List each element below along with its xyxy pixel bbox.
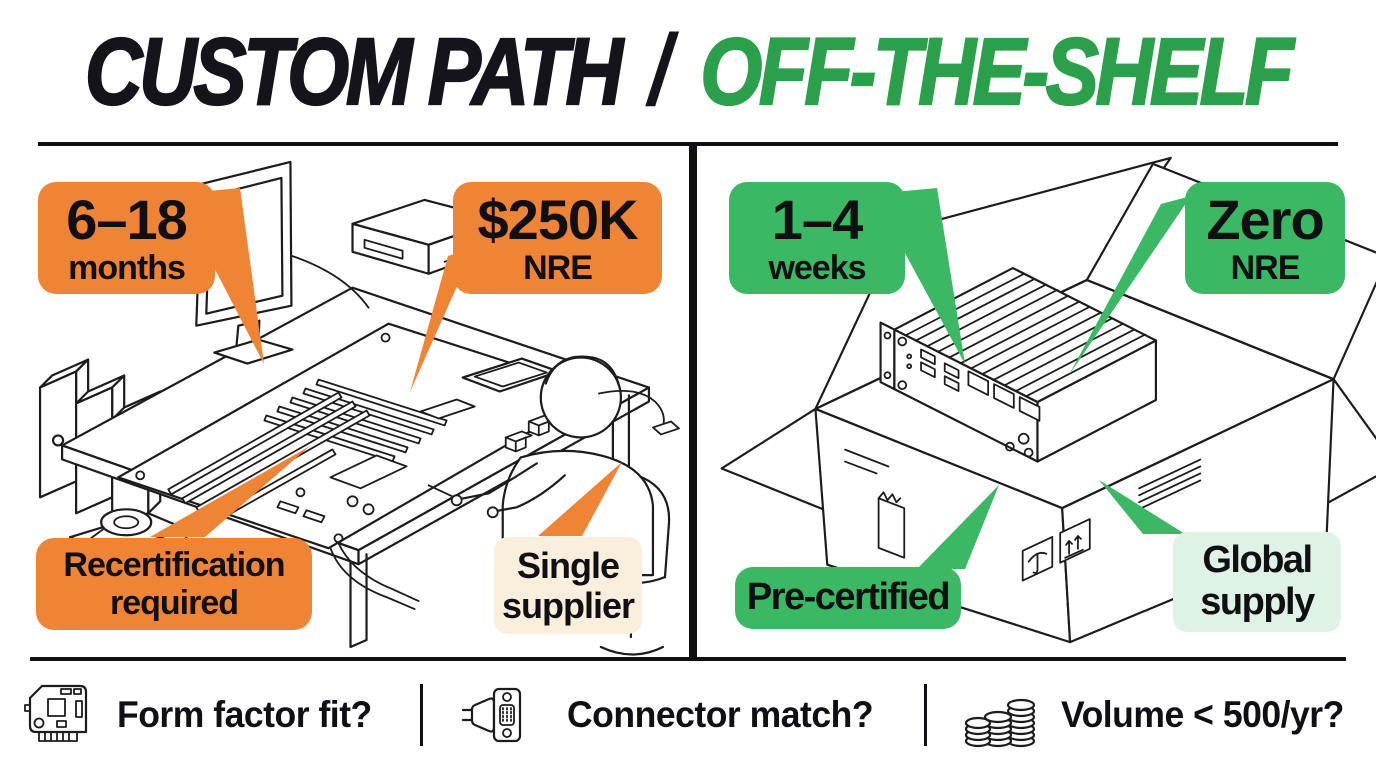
custom-path-panel: 6–18 months $250K NRE Recertification re…	[0, 146, 689, 657]
coins-icon	[964, 698, 1035, 747]
decision-footer: Form factor fit? Connector match?	[0, 661, 1376, 768]
footer-item-volume: Volume < 500/yr?	[964, 679, 1356, 751]
title-custom-path: CUSTOM PATH	[84, 17, 624, 125]
footer-item-form-factor: Form factor fit?	[21, 679, 382, 751]
callout-shelf-certification: Pre-certified	[735, 567, 961, 629]
footer-question: Connector match?	[566, 693, 874, 735]
footer-question: Volume < 500/yr?	[1060, 693, 1344, 735]
top-rule	[38, 142, 1338, 146]
title-slash: /	[648, 13, 673, 126]
title-off-the-shelf: OFF-THE-SHELF	[700, 17, 1295, 125]
callout-tail	[1069, 196, 1191, 375]
callout-shelf-cost: Zero NRE	[1185, 182, 1345, 294]
callout-custom-timeline: 6–18 months	[38, 182, 215, 294]
shipping-box-front	[720, 378, 1376, 644]
panel-divider	[689, 146, 697, 657]
title-bar: CUSTOM PATH / OFF-THE-SHELF	[0, 10, 1376, 130]
bottom-rule	[30, 657, 1346, 661]
callout-custom-cost: $250K NRE	[453, 182, 662, 294]
off-the-shelf-panel: 1–4 weeks Zero NRE Pre-certified Global …	[697, 146, 1376, 657]
mini-pc	[879, 266, 1158, 463]
connector-icon	[461, 687, 522, 742]
callout-custom-supply: Single supplier	[494, 537, 642, 634]
callout-custom-certification: Recertification required	[36, 538, 312, 630]
callout-tail	[917, 485, 999, 569]
circuit-board-icon	[23, 684, 87, 742]
callout-shelf-supply: Global supply	[1173, 532, 1341, 632]
footer-divider	[419, 683, 423, 746]
footer-item-connector: Connector match?	[461, 679, 886, 751]
callout-tail	[1099, 480, 1185, 534]
callout-tail	[150, 446, 310, 537]
callout-tail	[538, 462, 622, 536]
footer-divider	[923, 683, 927, 746]
footer-question: Form factor fit?	[116, 693, 372, 735]
callout-shelf-timeline: 1–4 weeks	[729, 182, 905, 294]
